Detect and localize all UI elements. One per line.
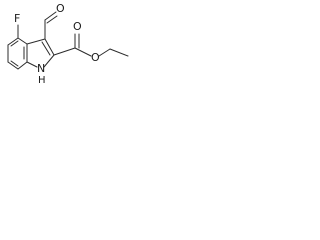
- bond-c3a-c3: [26, 38, 46, 45]
- hydrogen-label: H: [38, 75, 46, 86]
- aldehyde-oxygen-label: O: [56, 2, 65, 15]
- ester-oxygen-label: O: [91, 51, 100, 64]
- bond-cho-o: [44, 11, 57, 21]
- bond-ester-c-o: [74, 47, 92, 57]
- bond-c6-c7: [7, 61, 19, 70]
- bond-c3a-c4: [17, 37, 28, 45]
- double-bond-cho-o: [46, 15, 58, 24]
- bond-c2-n1: [43, 54, 55, 68]
- bond-ch2-ch3: [109, 48, 129, 57]
- bond-c2-ester-c: [53, 47, 76, 56]
- nitrogen-label: N: [37, 62, 45, 75]
- bond-c3-c2: [44, 38, 55, 56]
- structure-diagram: F O O O N H: [7, 2, 129, 86]
- double-bond-c3-c2: [41, 41, 51, 56]
- double-bond-c6-c7: [10, 60, 19, 67]
- carbonyl-oxygen-label: O: [73, 20, 82, 33]
- double-bond-c4-c5: [10, 40, 19, 47]
- bond-o-ch2: [98, 48, 111, 57]
- fluorine-label: F: [14, 12, 20, 25]
- bond-c7-c7a: [17, 61, 28, 70]
- bond-c4-c5: [7, 37, 19, 46]
- bond-n1-c7a: [26, 61, 38, 68]
- molecule-canvas: F O O O N H: [0, 0, 132, 89]
